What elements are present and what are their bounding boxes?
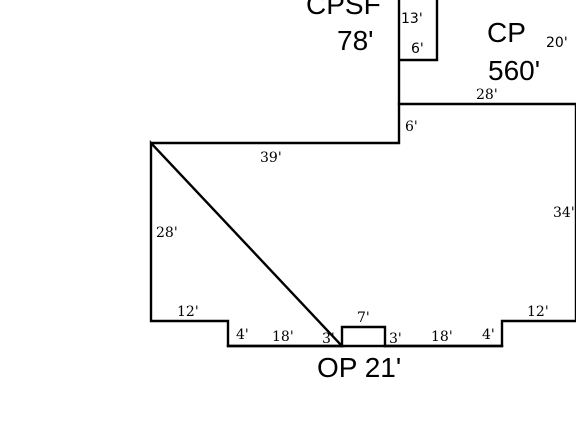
dim-porch-left: 3' xyxy=(322,331,335,347)
dim-step-down: 6' xyxy=(405,119,418,135)
dim-cp-right: 20' xyxy=(546,35,568,51)
cpsf-outline xyxy=(397,0,439,106)
dim-bottom-right-inner: 18' xyxy=(431,329,453,345)
dim-top-step: 28' xyxy=(476,87,498,103)
cpsf-size-label: 78' xyxy=(337,25,374,56)
dim-notch-right: 4' xyxy=(482,327,495,343)
dim-bottom-left-inner: 18' xyxy=(272,329,294,345)
dim-porch-top: 7' xyxy=(357,310,370,326)
dim-cpsf-right-upper: 13' xyxy=(401,11,423,27)
op-area-label: OP 21' xyxy=(317,352,401,383)
dim-notch-left: 4' xyxy=(236,327,249,343)
dim-bottom-right: 12' xyxy=(527,304,549,320)
cp-code-label: CP xyxy=(487,17,526,48)
dim-upper-left: 39' xyxy=(260,150,282,166)
dim-bottom-left: 12' xyxy=(177,304,199,320)
cpsf-code-label: CPSF xyxy=(306,0,381,20)
cp-size-label: 560' xyxy=(488,55,540,86)
dim-porch-right: 3' xyxy=(389,331,402,347)
dim-right-side: 34' xyxy=(553,205,575,221)
dim-left-side: 28' xyxy=(156,225,178,241)
open-porch-outline xyxy=(340,325,387,348)
dim-cpsf-right-lower: 6' xyxy=(411,41,424,57)
